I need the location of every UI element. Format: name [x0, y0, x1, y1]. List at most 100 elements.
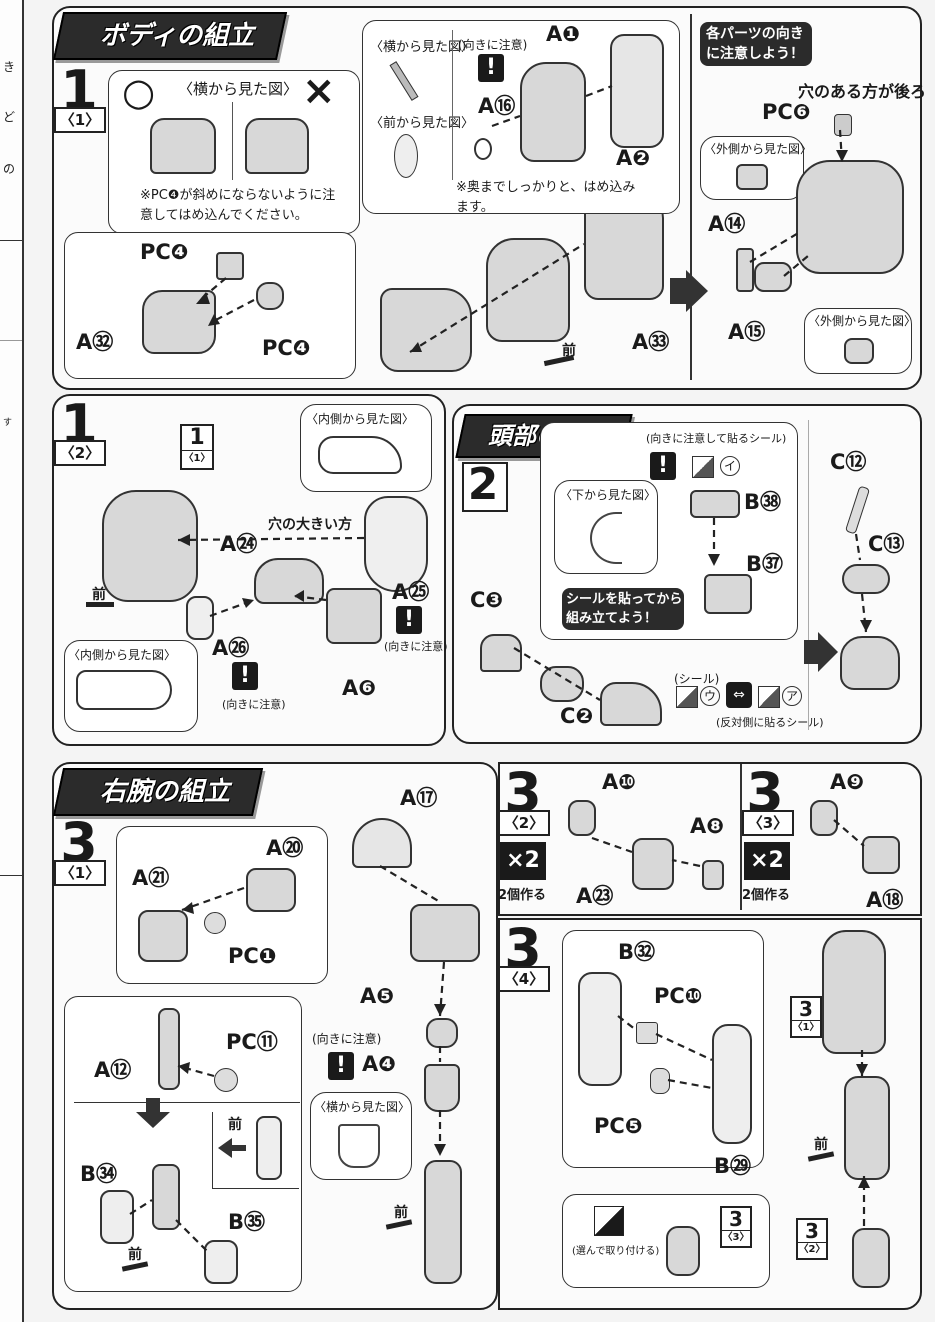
sticker-a-icon: [758, 686, 780, 708]
part-label-b35: B㉟: [228, 1210, 266, 1234]
ref-num: 3: [799, 997, 813, 1021]
ref-sub: 〈1〉: [792, 1020, 820, 1033]
choose-note: (選んで取り付ける): [572, 1246, 660, 1257]
reference-step-3-2: 3 〈2〉: [796, 1218, 828, 1260]
pc4-part-illustration: [256, 282, 284, 310]
ref-num: 1: [189, 425, 205, 450]
pc4-correct-illustration: [150, 118, 216, 174]
a2-part-illustration: [610, 34, 664, 148]
next-step-arrow-icon: [670, 278, 686, 304]
make-two-note: 2個作る: [498, 888, 547, 903]
sticker-u-icon: [676, 686, 698, 708]
side-view-label: 〈横から見た図〉: [314, 1100, 411, 1114]
a6-part-illustration: [326, 588, 382, 644]
part-label-b38: B㊳: [744, 490, 782, 514]
a24-part-illustration: [254, 558, 324, 604]
part-label-a15: A⑮: [728, 320, 766, 344]
step-number-box: [462, 462, 508, 512]
part-label-a1: A❶: [546, 22, 581, 46]
margin-char: ど: [3, 110, 16, 124]
hand-illustration: [852, 1228, 890, 1288]
ref-num: 3: [805, 1219, 819, 1243]
part-label-pc10: PC❿: [654, 984, 703, 1008]
big-hole-note: 穴の大きい方: [268, 517, 352, 533]
pc4-part-illustration: [216, 252, 244, 280]
outer-view-label: 〈外側から見た図〉: [808, 314, 917, 328]
ok-mark: ○: [122, 70, 156, 114]
a14-outer-view: [736, 164, 768, 190]
sticker-orient-note: (向きに注意して貼るシール): [646, 432, 787, 445]
front-indicator: 前: [228, 1117, 242, 1133]
c3-part-illustration: [480, 634, 522, 672]
a4-part-illustration: [424, 1064, 460, 1112]
section-banner-body: ボディの組立: [52, 12, 288, 60]
b37-part-illustration: [704, 574, 752, 614]
a8-part-illustration: [702, 860, 724, 890]
margin-rule: [0, 240, 22, 241]
orient-title: 各パーツの向きに注意しよう！: [706, 26, 804, 62]
part-label-c3: C❸: [470, 588, 504, 612]
orient-note: (向きに注意): [384, 640, 448, 653]
part-label-b34: B㉞: [80, 1162, 118, 1186]
insert-note: ※奥までしっかりと、はめ込みます。: [456, 180, 636, 215]
part-label-a5: A❺: [360, 984, 395, 1008]
reference-step-3-3: 3 〈3〉: [720, 1206, 752, 1248]
part-label-a2: A❷: [616, 146, 651, 170]
torso-core-illustration: [486, 238, 570, 342]
body-section-title: ボディの組立: [100, 21, 255, 51]
part-label-b37: B㊲: [746, 552, 784, 576]
a26-inner-view: [76, 670, 172, 710]
inner-view-label: 〈内側から見た図〉: [306, 412, 415, 426]
sticker-u-label: ウ: [700, 686, 720, 706]
a16-ring-icon: [474, 138, 492, 160]
shoulder-assembled-illustration: [410, 904, 480, 962]
elbow-joint-illustration: [152, 1164, 180, 1230]
a18-part-illustration: [862, 836, 900, 874]
arm-assembled-illustration: [844, 1076, 890, 1180]
part-label-a14: A⑭: [708, 212, 746, 236]
orient-note: (向きに注意): [312, 1032, 382, 1046]
bottom-view-label: 〈下から見た図〉: [560, 488, 657, 502]
bubble-divider: [74, 1102, 300, 1103]
sticker-i-icon: [692, 456, 714, 478]
step-subnumber: 〈2〉: [54, 440, 106, 466]
warning-icon: !: [478, 54, 504, 82]
orient-title-box: [700, 22, 812, 66]
part-label-a26: A㉖: [212, 636, 250, 660]
part-label-a8: A❽: [690, 814, 725, 838]
forearm-illustration: [424, 1160, 462, 1284]
step-subnumber: 〈4〉: [498, 966, 550, 992]
front-view-box: [212, 1112, 299, 1189]
part-label-c2: C❷: [560, 704, 594, 728]
pc10-part-illustration: [636, 1022, 658, 1044]
next-step-arrow-icon: [804, 640, 818, 664]
front-view-label: 〈前から見た図〉: [370, 116, 475, 131]
a9-part-illustration: [810, 800, 838, 836]
a21-part-illustration: [138, 910, 188, 962]
pc5-part-illustration: [650, 1068, 670, 1094]
warning-icon: !: [396, 606, 422, 634]
choose-attach-icon: [594, 1206, 624, 1236]
part-label-pc6: PC❻: [762, 100, 811, 124]
front-indicator: 前: [814, 1137, 828, 1153]
part-label-b29: B㉙: [714, 1154, 752, 1178]
front-indicator: 前: [128, 1247, 142, 1263]
section-banner-right-arm: 右腕の組立: [52, 768, 264, 816]
margin-char: き: [3, 60, 16, 74]
make-two-note: 2個作る: [742, 888, 791, 903]
margin-rule: [0, 875, 22, 876]
a12-part-illustration: [158, 1008, 180, 1090]
reference-step-3-1: 3 〈1〉: [790, 996, 822, 1038]
ref-num: 3: [729, 1207, 743, 1231]
a23-part-illustration: [632, 838, 674, 890]
hand-option-illustration: [666, 1226, 700, 1276]
front-arrowhead-icon: [218, 1138, 232, 1158]
right-arm-section-title: 右腕の組立: [100, 777, 231, 807]
a25-inner-view: [318, 436, 402, 474]
opposite-sticker-note: (反対側に貼るシール): [716, 716, 824, 729]
part-label-pc4: PC❹: [140, 240, 189, 264]
step-number: 2: [467, 459, 499, 510]
torso-assembled-illustration: [102, 490, 198, 602]
part-label-a17: A⑰: [400, 786, 438, 810]
a32-part-illustration: [142, 290, 216, 354]
